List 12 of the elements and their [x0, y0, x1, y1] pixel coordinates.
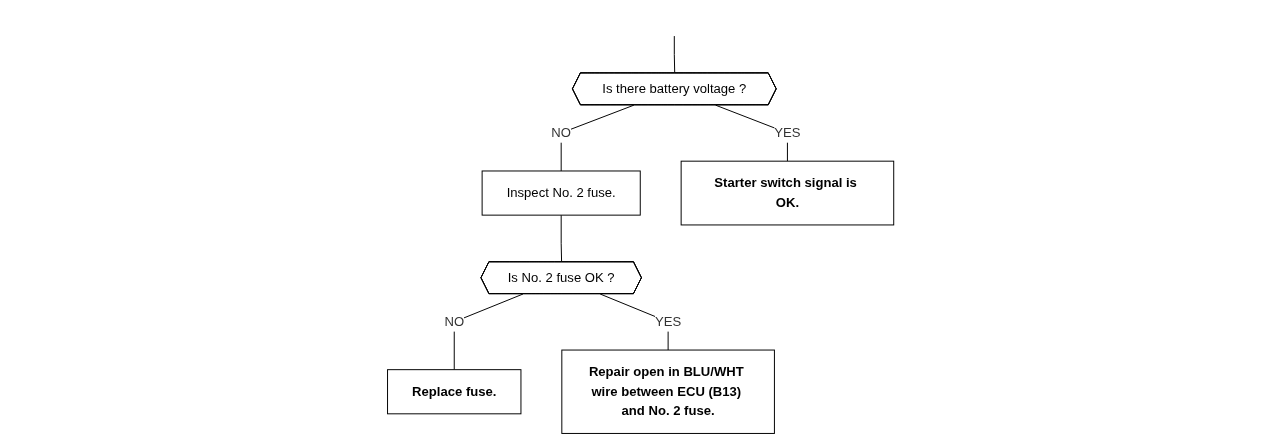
connector — [453, 293, 524, 371]
edge-label: YES — [654, 314, 682, 329]
connector — [673, 35, 676, 74]
node-box: Repair open in BLU/WHT wire between ECU (B13) and No. 2 fuse. — [561, 349, 775, 434]
edge-label: NO — [444, 314, 464, 329]
node-box: Replace fuse. — [386, 369, 522, 415]
node-box: Inspect No. 2 fuse. — [481, 170, 641, 216]
node-box: Starter switch signal is OK. — [680, 160, 895, 226]
connector — [560, 104, 635, 172]
edge-label: NO — [551, 125, 571, 140]
edge-label: YES — [774, 125, 801, 140]
connector — [560, 214, 562, 263]
